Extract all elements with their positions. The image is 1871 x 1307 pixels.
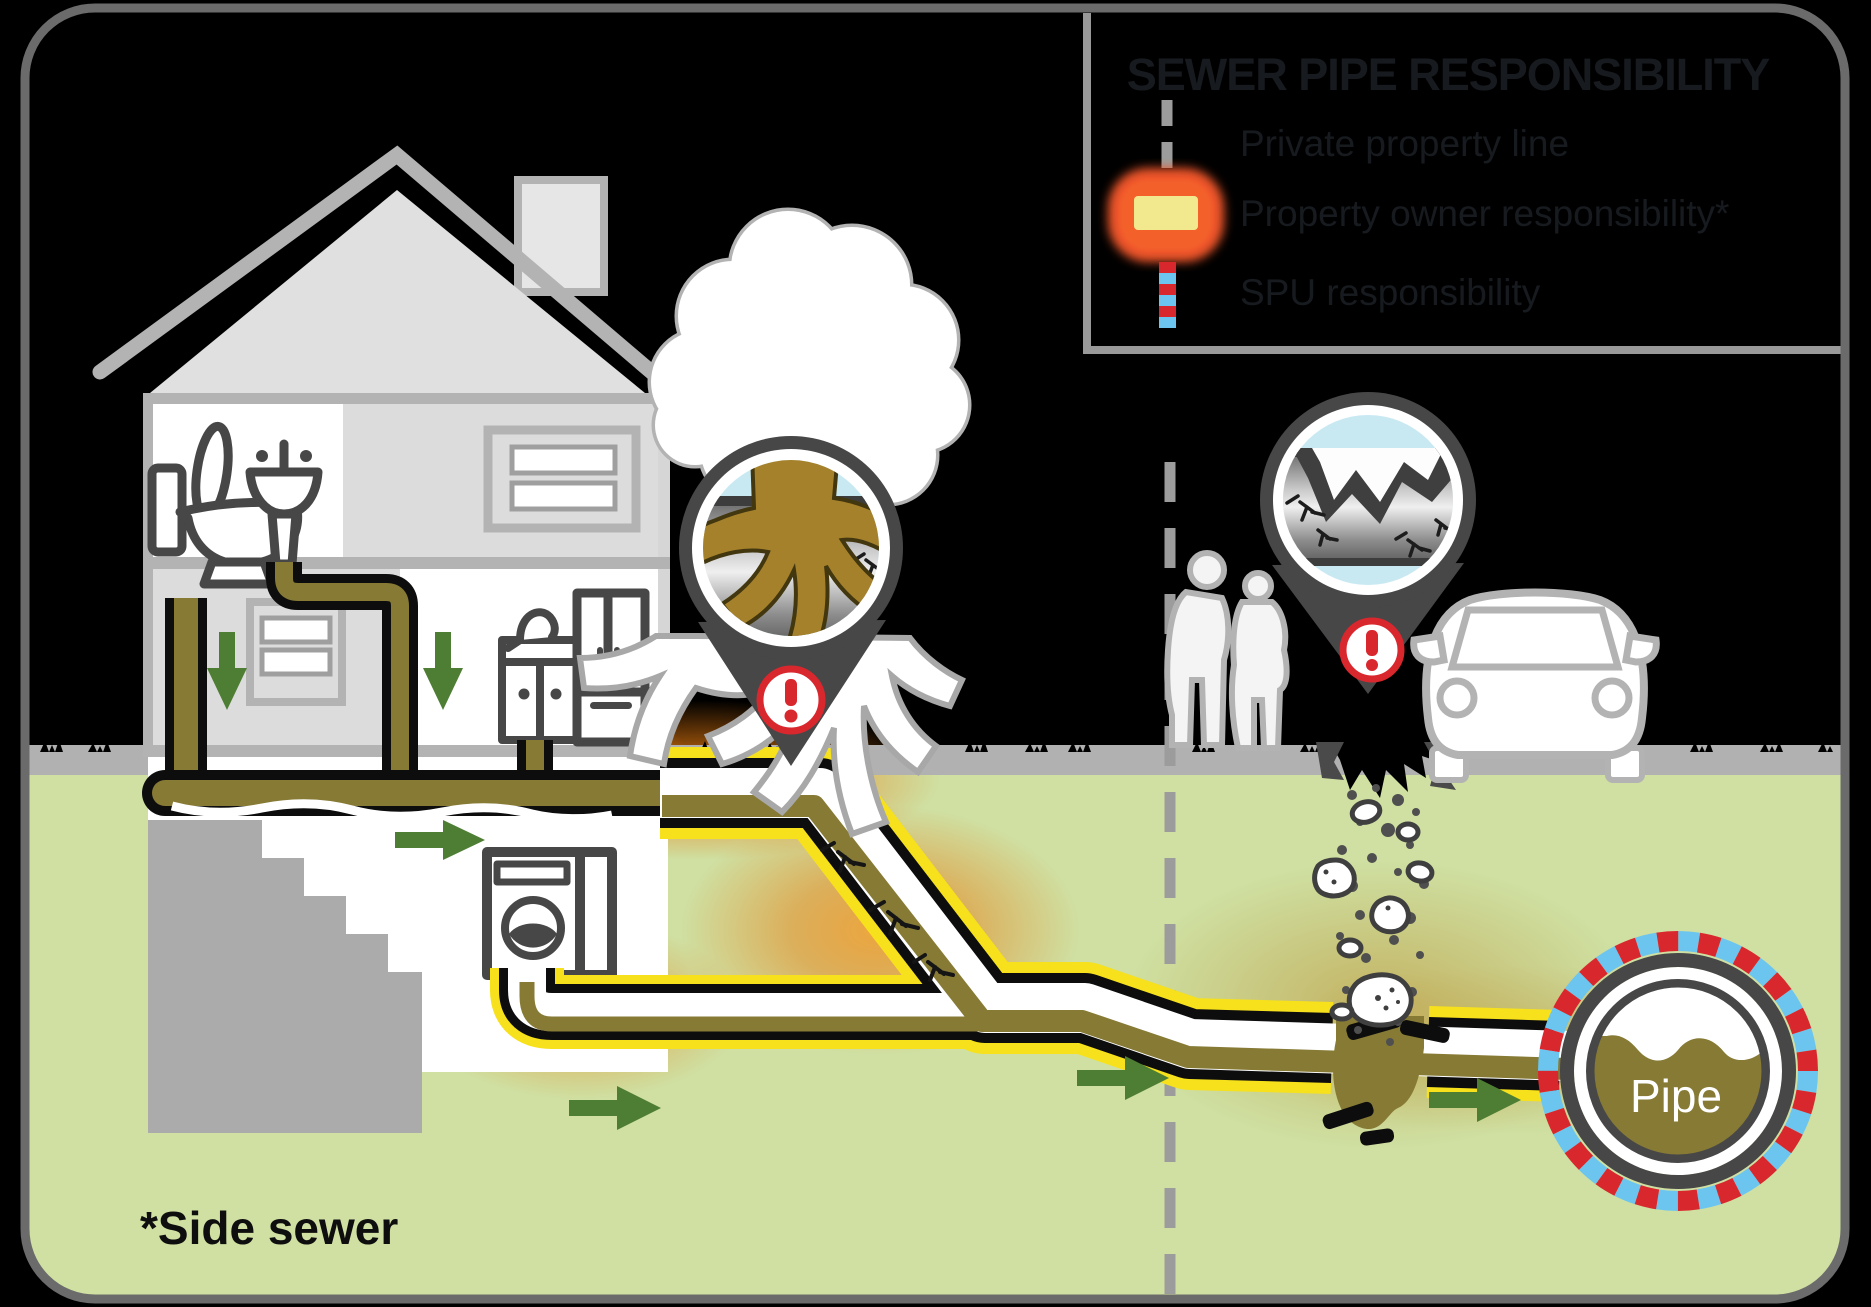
flow-arrow-icon [569,1086,661,1130]
roof [92,145,765,470]
flow-arrows [207,632,1521,1130]
legend-label-spu-responsibility: SPU responsibility [1240,272,1541,313]
sewer-main-pipe-circle: Pipe [1538,931,1818,1211]
flow-arrow-icon [395,820,485,860]
root-mass [703,460,879,636]
washing-machine-icon [482,847,617,980]
window-blinds-lower [246,598,346,706]
diagram-frame [20,3,1850,1304]
drain-pipes-inside-house [142,560,689,824]
warning-exclamation-icon [756,665,826,735]
side-sewer-footnote: *Side sewer [140,1202,398,1254]
roots-inside-pipe [820,841,955,982]
flow-arrow-icon [207,632,247,710]
root-intrusion-pin-icon [679,436,903,766]
spu-dashed-ring [1538,931,1818,1211]
basement-stairs [148,820,422,1133]
flow-arrow-icon [1077,1056,1169,1100]
window-blinds-upper [483,425,641,533]
legend-marker-spu-responsibility [1159,262,1176,328]
falling-debris [1312,784,1435,1046]
car-icon [1410,588,1660,783]
cracked-pipe-pin-icon [1260,392,1476,694]
people-icon [1164,550,1290,751]
legend-marker-owner-responsibility [1108,168,1224,262]
pipe-label: Pipe [1630,1070,1722,1122]
house-left-wall [143,393,153,757]
attic-gable [150,190,645,393]
legend-label-private-property-line: Private property line [1240,123,1569,164]
legend-label-owner-responsibility: Property owner responsibility* [1240,193,1729,234]
collector-pipe-water-line [170,799,613,824]
legend: SEWER PIPE RESPONSIBILITY Private proper… [1083,13,1843,354]
warning-exclamation-icon [1339,617,1405,683]
legend-title: SEWER PIPE RESPONSIBILITY [1127,49,1771,100]
ceiling-line [148,393,670,404]
kitchen-sink-icon [498,608,582,744]
flow-arrow-icon [423,632,463,710]
pipe-cracks [1285,494,1453,558]
flow-arrow-icon [1429,1078,1521,1122]
